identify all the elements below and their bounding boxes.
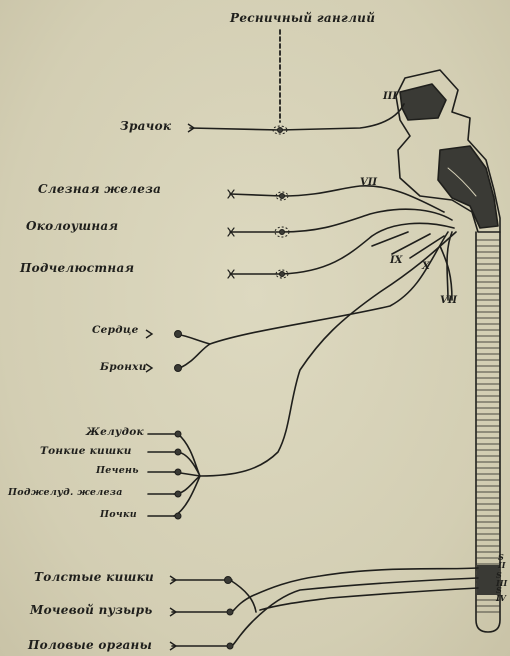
nerve-label-iii: III	[383, 92, 397, 102]
sacral-label-s4: S IV	[496, 586, 510, 602]
organ-heart: Сердце	[92, 325, 139, 336]
nerve-label-x: X	[422, 262, 430, 272]
renal-ganglion	[175, 513, 181, 519]
nerve-label-ix: IX	[390, 256, 402, 266]
gastric-ganglion	[175, 431, 181, 437]
organ-pupil: Зрачок	[120, 120, 171, 132]
organ-lacrimal: Слезная железа	[38, 183, 161, 195]
bronchial-ganglion	[175, 365, 182, 372]
pancreatic-ganglion	[175, 491, 181, 497]
submandibular-fiber	[230, 223, 454, 274]
pelvic-nerves	[232, 568, 478, 646]
hepatic-ganglion	[175, 469, 181, 475]
cardiopulmonary-branch	[176, 232, 448, 368]
pupil-fiber	[190, 104, 404, 130]
organ-large-intestine: Толстые кишки	[34, 571, 154, 583]
cardiac-ganglion	[175, 331, 182, 338]
organ-stomach: Желудок	[86, 427, 144, 438]
organ-small-intestine: Тонкие кишки	[40, 446, 132, 457]
sacral-label-s2: S II	[498, 553, 510, 569]
ganglia	[175, 126, 290, 649]
ciliary-ganglion-label: Ресничный ганглий	[230, 12, 375, 24]
spinal-segments	[477, 240, 499, 612]
nerve-label-vii-lower: VII	[440, 296, 457, 306]
colonic-ganglion	[225, 577, 232, 584]
organ-kidneys: Почки	[100, 510, 137, 520]
organ-pancreas: Поджелуд. железа	[8, 488, 123, 498]
organ-genitals: Половые органы	[28, 639, 152, 651]
organ-liver: Печень	[96, 466, 139, 476]
intestinal-ganglion	[175, 449, 181, 455]
organ-bronchi: Бронхи	[100, 362, 147, 373]
parotid-fiber	[230, 209, 452, 232]
genital-ganglion	[227, 643, 233, 649]
nerve-label-vii: VII	[360, 178, 377, 188]
organ-parotid: Околоушная	[26, 220, 118, 232]
organ-submandibular: Подчелюстная	[20, 262, 134, 274]
oculomotor-nucleus	[400, 84, 446, 120]
vesical-ganglion	[227, 609, 233, 615]
organ-bladder: Мочевой пузырь	[30, 604, 153, 616]
vagus-trunk	[200, 232, 456, 476]
